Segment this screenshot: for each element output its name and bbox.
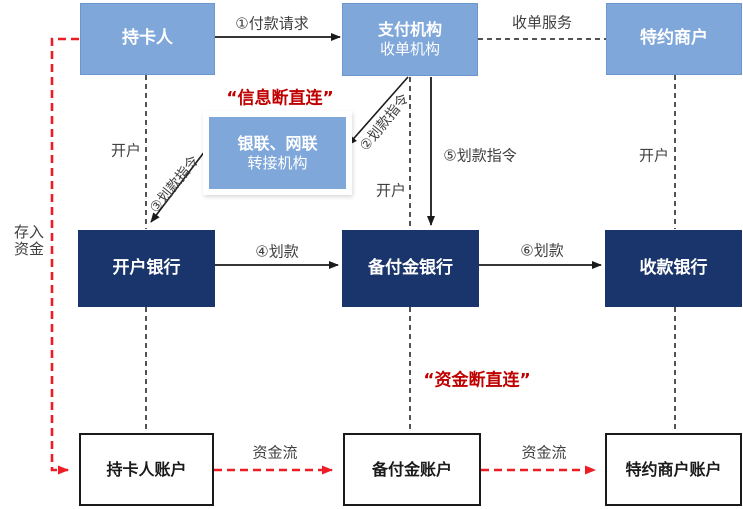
node-merchant-account-label: 特约商户账户 (625, 459, 722, 479)
edge-label-open-account-merchant: 开户 (638, 146, 670, 165)
node-opening-bank-label: 开户银行 (112, 257, 181, 278)
node-opening-bank: 开户银行 (78, 230, 215, 307)
node-reserve-account-label: 备付金账户 (371, 459, 452, 479)
node-payment-institution-title: 支付机构 (377, 20, 442, 40)
edge-label-open-account-cardholder: 开户 (110, 141, 142, 160)
node-merchant-account-label-box: 特约商户账户 (605, 433, 742, 506)
node-cardholder-account: 持卡人账户 (79, 433, 214, 506)
node-reserve-account: 备付金账户 (343, 433, 481, 506)
node-cardholder-account-label: 持卡人账户 (106, 459, 187, 479)
node-cardholder: 持卡人 (80, 3, 215, 75)
node-cardholder-label: 持卡人 (122, 28, 173, 49)
node-payment-institution-subtitle: 收单机构 (379, 40, 440, 59)
annotation-funds-direct-link-break: “资金断直连” (423, 370, 531, 391)
edge-label-step6-transfer: ⑥划款 (520, 241, 564, 260)
node-merchant-label: 特约商户 (640, 28, 708, 49)
node-relay-frame: 银联、网联 转接机构 (203, 111, 352, 195)
node-receiving-bank: 收款银行 (605, 230, 742, 307)
edge-label-step1-payment-request: ①付款请求 (235, 14, 309, 33)
node-relay-title: 银联、网联 (237, 133, 318, 153)
node-payment-institution: 支付机构 收单机构 (342, 3, 478, 76)
edge-label-step5-transfer-instruction: ⑤划款指令 (443, 146, 517, 165)
node-reserve-bank: 备付金银行 (342, 230, 479, 307)
edge-label-funds-flow-left: 资金流 (252, 443, 298, 462)
node-relay: 银联、网联 转接机构 (209, 117, 346, 189)
edge-label-deposit-funds: 存入资金 (14, 223, 45, 259)
node-merchant: 特约商户 (606, 3, 742, 75)
node-receiving-bank-label: 收款银行 (639, 257, 708, 278)
node-reserve-bank-label: 备付金银行 (368, 257, 453, 278)
edge-label-open-account-payment: 开户 (375, 181, 407, 200)
node-relay-subtitle: 转接机构 (247, 153, 308, 172)
edge-label-step4-transfer: ④划款 (255, 242, 299, 261)
edge-label-funds-flow-right: 资金流 (521, 443, 567, 462)
annotation-info-direct-link-break: “信息断直连” (226, 88, 334, 109)
edge-label-acquiring-service: 收单服务 (511, 13, 573, 32)
